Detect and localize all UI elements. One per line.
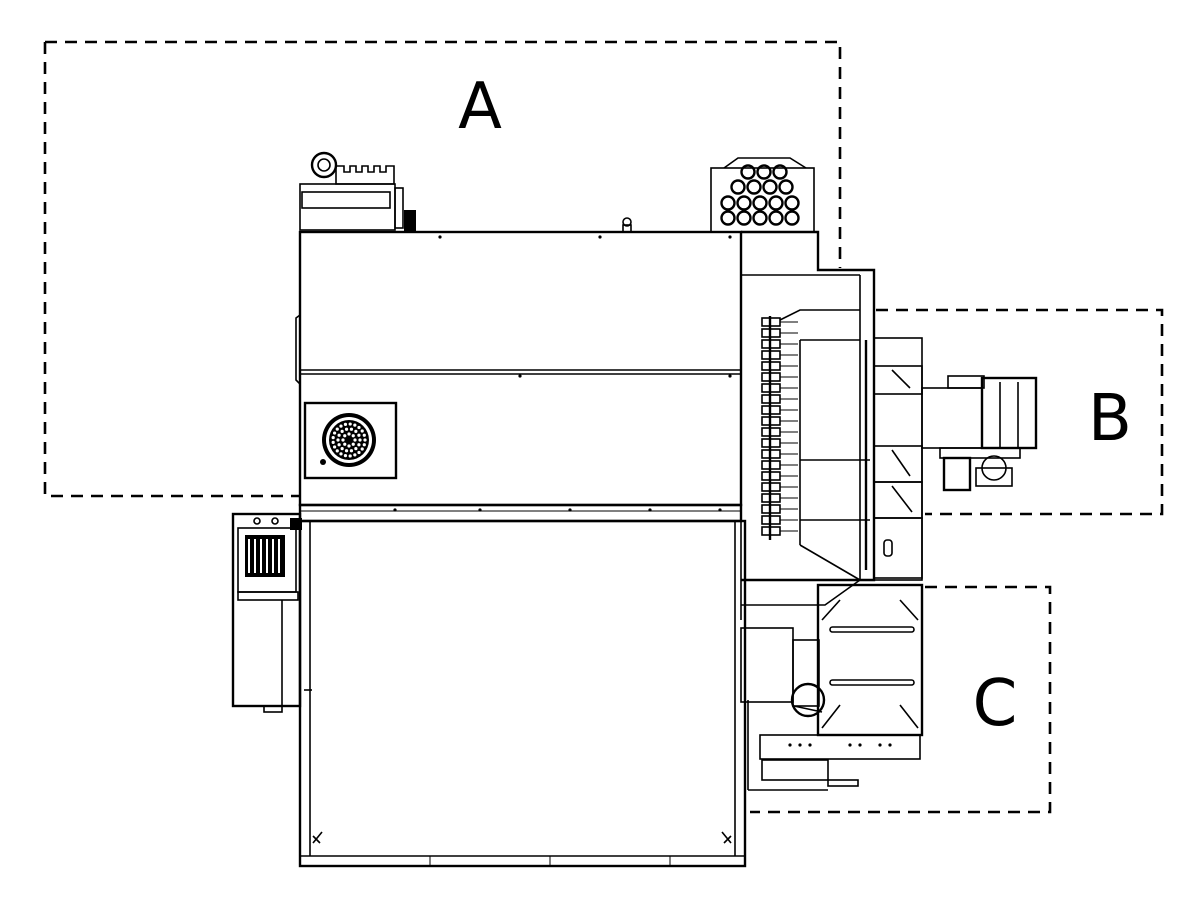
zone-c-label: C [973, 667, 1018, 741]
chip-conveyor-motor [299, 151, 416, 232]
cooling-fan [303, 401, 398, 480]
machine-base [298, 519, 747, 868]
coolant-unit [740, 583, 924, 791]
spindle-motor [873, 337, 1038, 581]
top-fitting [622, 217, 632, 233]
zone-b-outline [876, 308, 1164, 516]
zone-c-outline [750, 585, 1052, 814]
zone-a-outline [43, 40, 842, 498]
zone-a-label: A [458, 70, 502, 144]
electrical-cabinet [231, 512, 312, 713]
zone-b-label: B [1088, 382, 1132, 456]
tool-changer [740, 230, 876, 620]
tool-rack [710, 157, 815, 233]
